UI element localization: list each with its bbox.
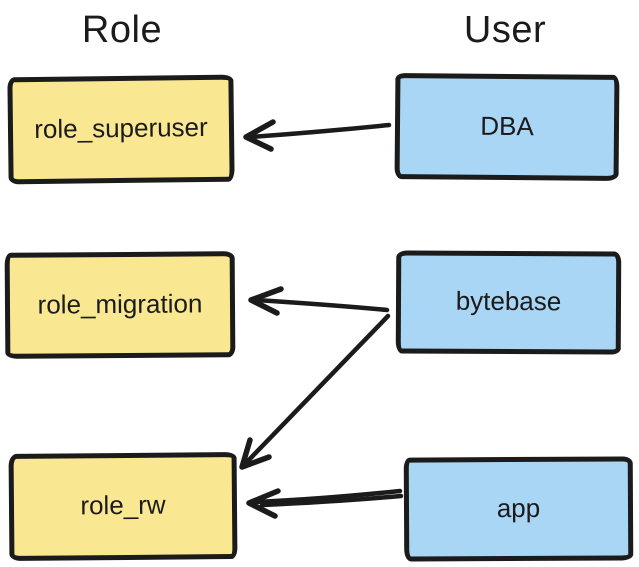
node-label-role-migration: role_migration [37,287,203,320]
node-label-app: app [496,492,541,523]
column-header-role: Role [81,9,163,51]
node-user-bytebase: bytebase [395,250,622,355]
arrow-app-to-role-rw [246,488,404,519]
node-user-dba: DBA [394,73,620,181]
node-label-role-rw: role_rw [80,489,166,521]
node-user-app: app [403,456,634,562]
node-role-rw: role_rw [8,452,238,561]
node-label-bytebase: bytebase [455,285,562,317]
column-header-user: User [463,9,547,51]
node-label-role-superuser: role_superuser [34,111,208,145]
arrow-bytebase-to-role-migration [248,286,390,316]
arrow-bytebase-to-role-rw [239,313,391,470]
node-role-superuser: role_superuser [7,74,235,185]
arrow-dba-to-role-superuser [243,119,392,152]
node-label-dba: DBA [480,110,534,141]
node-role-migration: role_migration [4,251,236,359]
